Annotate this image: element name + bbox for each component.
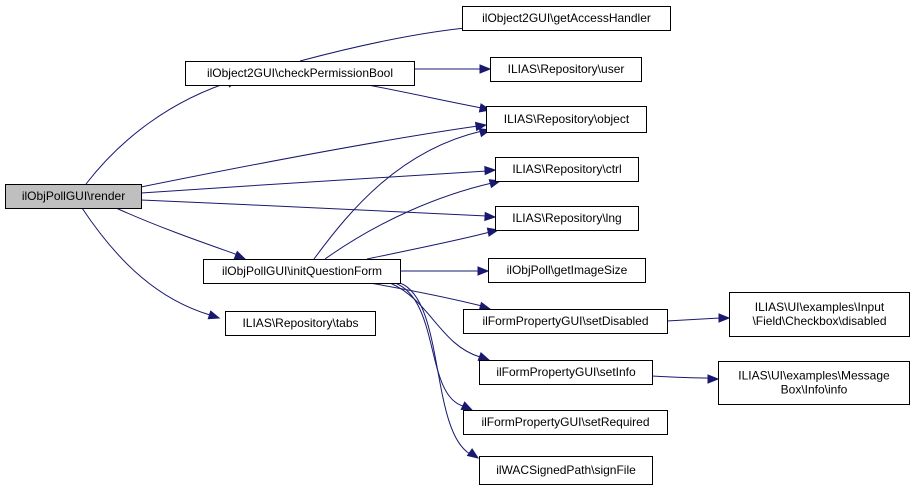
edge-render-to-checkPermissionBool bbox=[85, 78, 239, 185]
node-box[interactable] bbox=[729, 292, 910, 337]
node-box[interactable] bbox=[495, 157, 639, 182]
edge-line bbox=[366, 231, 491, 260]
edge-render-to-ctrl bbox=[140, 165, 497, 194]
edge-initQuestionForm-to-setDisabled bbox=[369, 282, 492, 311]
node-label: ILIAS\Repository\tabs bbox=[242, 316, 358, 330]
node-box[interactable] bbox=[486, 106, 647, 133]
node-label: ilObject2GUI\checkPermissionBool bbox=[207, 66, 393, 80]
edge-setDisabled-to-checkboxDisabled bbox=[666, 313, 731, 323]
edge-line bbox=[394, 282, 464, 407]
arrowhead-icon bbox=[479, 64, 492, 74]
edge-setInfo-to-messageInfo bbox=[651, 374, 720, 384]
node-getAccessHandler[interactable]: ilObject2GUI\getAccessHandler bbox=[462, 6, 671, 31]
edge-line bbox=[651, 375, 710, 379]
edge-line bbox=[324, 182, 493, 260]
node-render[interactable]: ilObjPollGUI\render bbox=[5, 184, 142, 209]
node-label: ILIAS\UI\examples\Input bbox=[755, 300, 885, 314]
node-checkboxDisabled[interactable]: ILIAS\UI\examples\Input\Field\Checkbox\d… bbox=[729, 292, 910, 337]
node-user[interactable]: ILIAS\Repository\user bbox=[490, 57, 642, 82]
edge-render-to-object bbox=[140, 121, 488, 188]
edge-render-to-initQuestionForm bbox=[115, 207, 247, 260]
node-box[interactable] bbox=[203, 259, 401, 284]
arrowhead-icon bbox=[207, 310, 221, 320]
arrowhead-icon bbox=[707, 374, 720, 384]
node-label: ilFormPropertyGUI\setRequired bbox=[481, 415, 649, 429]
edge-line bbox=[85, 79, 237, 185]
node-setInfo[interactable]: ilFormPropertyGUI\setInfo bbox=[479, 360, 653, 385]
arrowhead-icon bbox=[477, 266, 490, 276]
edge-line bbox=[399, 282, 471, 455]
arrowhead-icon bbox=[474, 121, 488, 132]
edge-initQuestionForm-to-getImageSize bbox=[399, 266, 490, 276]
edge-line bbox=[369, 282, 483, 307]
node-label: ilObjPoll\getImageSize bbox=[507, 263, 628, 277]
node-label: ilObjPollGUI\render bbox=[22, 189, 125, 203]
node-tabs[interactable]: ILIAS\Repository\tabs bbox=[225, 311, 376, 336]
node-label: ILIAS\Repository\object bbox=[504, 112, 630, 126]
edge-line bbox=[140, 125, 479, 188]
node-box[interactable] bbox=[462, 6, 671, 31]
node-label: ilFormPropertyGUI\setInfo bbox=[496, 365, 636, 379]
node-box[interactable] bbox=[479, 360, 653, 385]
edge-line bbox=[115, 207, 239, 256]
edge-line bbox=[81, 207, 211, 316]
edge-initQuestionForm-to-signFile bbox=[399, 282, 480, 459]
node-label: ILIAS\Repository\ctrl bbox=[512, 162, 621, 176]
edge-checkPermissionBool-to-user bbox=[414, 64, 492, 74]
node-box[interactable] bbox=[185, 61, 415, 86]
node-box[interactable] bbox=[718, 361, 910, 405]
node-box[interactable] bbox=[488, 258, 646, 283]
arrowhead-icon bbox=[484, 165, 497, 176]
node-label: ILIAS\Repository\user bbox=[508, 62, 625, 76]
edge-line bbox=[140, 199, 488, 217]
arrowhead-icon bbox=[484, 211, 497, 222]
node-label: ilObjPollGUI\initQuestionForm bbox=[222, 264, 382, 278]
arrowhead-icon bbox=[477, 351, 491, 361]
node-box[interactable] bbox=[463, 410, 668, 435]
edge-checkPermissionBool-to-object bbox=[367, 84, 492, 113]
node-setRequired[interactable]: ilFormPropertyGUI\setRequired bbox=[463, 410, 668, 435]
edge-line bbox=[299, 25, 488, 62]
node-label: ilObject2GUI\getAccessHandler bbox=[482, 11, 651, 25]
edge-line bbox=[666, 317, 721, 322]
node-getImageSize[interactable]: ilObjPoll\getImageSize bbox=[488, 258, 646, 283]
edges-layer bbox=[81, 21, 731, 459]
node-label: ilFormPropertyGUI\setDisabled bbox=[482, 314, 648, 328]
edge-line bbox=[313, 130, 483, 260]
node-initQuestionForm[interactable]: ilObjPollGUI\initQuestionForm bbox=[203, 259, 401, 284]
node-box[interactable] bbox=[225, 311, 376, 336]
edge-initQuestionForm-to-setRequired bbox=[394, 282, 474, 411]
node-label: ilWACSignedPath\signFile bbox=[496, 463, 636, 477]
edge-initQuestionForm-to-lng bbox=[366, 227, 500, 260]
node-label: ILIAS\UI\examples\Message bbox=[738, 369, 890, 383]
node-box[interactable] bbox=[495, 206, 639, 231]
arrowhead-icon bbox=[466, 448, 480, 459]
node-box[interactable] bbox=[479, 456, 653, 485]
arrowhead-icon bbox=[460, 401, 474, 411]
edge-render-to-tabs bbox=[81, 207, 221, 320]
node-lng[interactable]: ILIAS\Repository\lng bbox=[495, 206, 639, 231]
edge-line bbox=[389, 282, 481, 358]
node-setDisabled[interactable]: ilFormPropertyGUI\setDisabled bbox=[463, 309, 668, 334]
node-label: Box\Info\info bbox=[781, 383, 848, 397]
nodes-layer: ilObjPollGUI\render ilObject2GUI\checkPer… bbox=[5, 6, 910, 485]
node-box[interactable] bbox=[490, 57, 642, 82]
node-object[interactable]: ILIAS\Repository\object bbox=[486, 106, 647, 133]
node-label: ILIAS\Repository\lng bbox=[512, 211, 621, 225]
edge-line bbox=[140, 170, 488, 194]
node-signFile[interactable]: ilWACSignedPath\signFile bbox=[479, 456, 653, 485]
arrowhead-icon bbox=[233, 250, 247, 260]
node-ctrl[interactable]: ILIAS\Repository\ctrl bbox=[495, 157, 639, 182]
node-label: \Field\Checkbox\disabled bbox=[752, 314, 886, 328]
node-box[interactable] bbox=[5, 184, 142, 209]
node-checkPermissionBool[interactable]: ilObject2GUI\checkPermissionBool bbox=[185, 61, 415, 86]
edge-initQuestionForm-to-ctrl bbox=[324, 179, 502, 260]
edge-render-to-lng bbox=[140, 199, 497, 222]
edge-line bbox=[367, 84, 483, 109]
arrowhead-icon bbox=[718, 313, 731, 323]
node-box[interactable] bbox=[463, 309, 668, 334]
